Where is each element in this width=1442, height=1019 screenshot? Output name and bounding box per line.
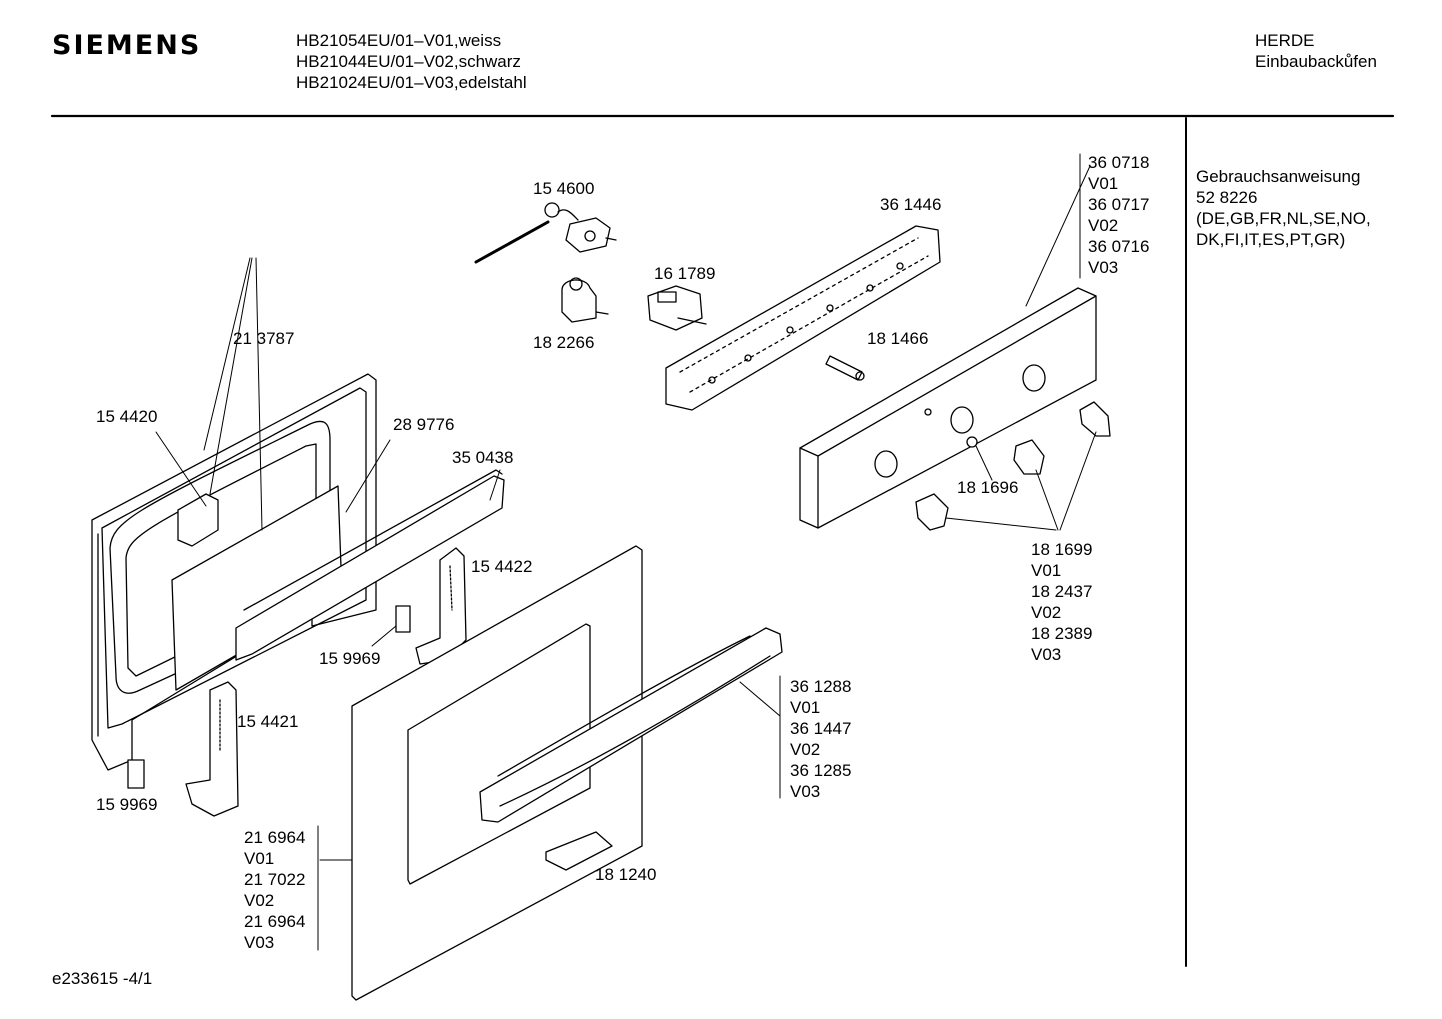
part-label: 21 6964 (244, 912, 306, 931)
manual-note: Gebrauchsanweisung 52 8226 (DE,GB,FR,NL,… (1196, 166, 1371, 250)
part-label: 28 9776 (393, 415, 455, 434)
part-label: 15 4422 (471, 557, 533, 576)
door-handle-part (479, 627, 783, 823)
part-label: 18 1240 (595, 865, 657, 884)
manual-note-line: Gebrauchsanweisung (1196, 167, 1361, 186)
spacer-block-parts (127, 605, 411, 789)
handle-part-group: 36 1288 V01 36 1447 V02 36 1285 V03 (790, 676, 851, 802)
part-label: 15 4421 (237, 712, 299, 731)
manual-note-line: (DE,GB,FR,NL,SE,NO, (1196, 209, 1371, 228)
variant-label: V01 (1088, 174, 1119, 193)
part-label: 18 1466 (867, 329, 929, 348)
hinge-part-154421 (185, 681, 239, 817)
control-panel-part (799, 165, 1097, 529)
switch-part-182266 (561, 277, 609, 323)
variant-label: V01 (244, 849, 275, 868)
part-label: 21 7022 (244, 870, 306, 889)
part-label: 35 0438 (452, 448, 514, 467)
manual-note-line: 52 8226 (1196, 188, 1258, 207)
part-label: 18 1699 (1031, 540, 1093, 559)
category: HERDE Einbaubackůfen (1255, 30, 1377, 72)
part-label: 36 0718 (1088, 153, 1150, 172)
variant-label: V02 (1088, 216, 1119, 235)
part-label: 36 1446 (880, 195, 942, 214)
variant-label: V03 (790, 782, 821, 801)
handle-cap-part (545, 831, 613, 871)
part-label: 18 2266 (533, 333, 595, 352)
part-label: 18 2389 (1031, 624, 1093, 643)
part-label: 21 3787 (233, 329, 295, 348)
door-part-group: 21 6964 V01 21 7022 V02 21 6964 V03 (244, 827, 305, 953)
knob-part-group: 18 1699 V01 18 2437 V02 18 2389 V03 (1031, 539, 1092, 665)
variant-label: V01 (1031, 561, 1062, 580)
part-label: 21 6964 (244, 828, 306, 847)
part-label: 15 4420 (96, 407, 158, 426)
part-label: 36 0717 (1088, 195, 1150, 214)
variant-label: V02 (244, 891, 275, 910)
part-label: 36 1288 (790, 677, 852, 696)
category-line: Einbaubackůfen (1255, 52, 1377, 71)
part-label: 15 4600 (533, 179, 595, 198)
variant-label: V02 (1031, 603, 1062, 622)
category-line: HERDE (1255, 31, 1315, 50)
switch-part-161789 (647, 285, 707, 331)
part-label: 18 2437 (1031, 582, 1093, 601)
bracket-part-154420 (155, 257, 263, 547)
part-label: 36 1447 (790, 719, 852, 738)
model-list: HB21054EU/01–V01,weiss HB21044EU/01–V02,… (296, 30, 527, 93)
part-label: 18 1696 (957, 478, 1019, 497)
part-label: 36 1285 (790, 761, 852, 780)
variant-label: V03 (1088, 258, 1119, 277)
door-part (319, 545, 643, 1001)
brand-logo: SIEMENS (52, 30, 202, 61)
drawing-code: e233615 -4/1 (52, 969, 153, 988)
lamp-holder-part (825, 355, 865, 381)
manual-note-line: DK,FI,IT,ES,PT,GR) (1196, 230, 1346, 249)
variant-label: V03 (1031, 645, 1062, 664)
part-label: 16 1789 (654, 264, 716, 283)
circuit-board-part (665, 225, 941, 411)
thermostat-part (474, 202, 617, 264)
model-line: HB21044EU/01–V02,schwarz (296, 52, 521, 71)
model-line: HB21054EU/01–V01,weiss (296, 31, 502, 50)
heat-shield-part (235, 469, 505, 661)
model-line: HB21024EU/01–V03,edelstahl (296, 73, 527, 92)
part-label: 15 9969 (96, 795, 158, 814)
panel-part-group: 36 0718 V01 36 0717 V02 36 0716 V03 (1088, 152, 1149, 278)
knob-parts (915, 401, 1111, 531)
variant-label: V03 (244, 933, 275, 952)
variant-label: V01 (790, 698, 821, 717)
part-label: 36 0716 (1088, 237, 1150, 256)
part-label: 15 9969 (319, 649, 381, 668)
variant-label: V02 (790, 740, 821, 759)
